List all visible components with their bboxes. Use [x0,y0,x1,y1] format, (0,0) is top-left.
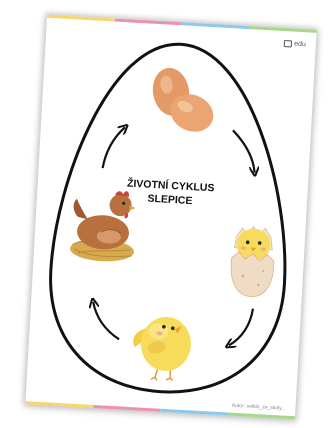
hen-on-nest-icon [69,188,137,263]
arrow-chick-to-hen [91,302,121,340]
chick-icon [131,315,192,382]
worksheet-page: edu ŽIVOTNÍ CYKLUS SLEPICE [25,15,316,419]
hatching-chick-icon [229,225,275,297]
arrow-hen-to-eggs [103,126,125,169]
arrow-eggs-to-hatching [231,130,257,172]
diagram-title-line-2: SLEPICE [147,193,193,207]
life-cycle-diagram: ŽIVOTNÍ CYKLUS SLEPICE [25,15,316,419]
eggs-icon [146,63,221,139]
arrow-hatching-to-chick [229,307,253,346]
diagram-title-line-1: ŽIVOTNÍ CYKLUS [127,177,215,195]
